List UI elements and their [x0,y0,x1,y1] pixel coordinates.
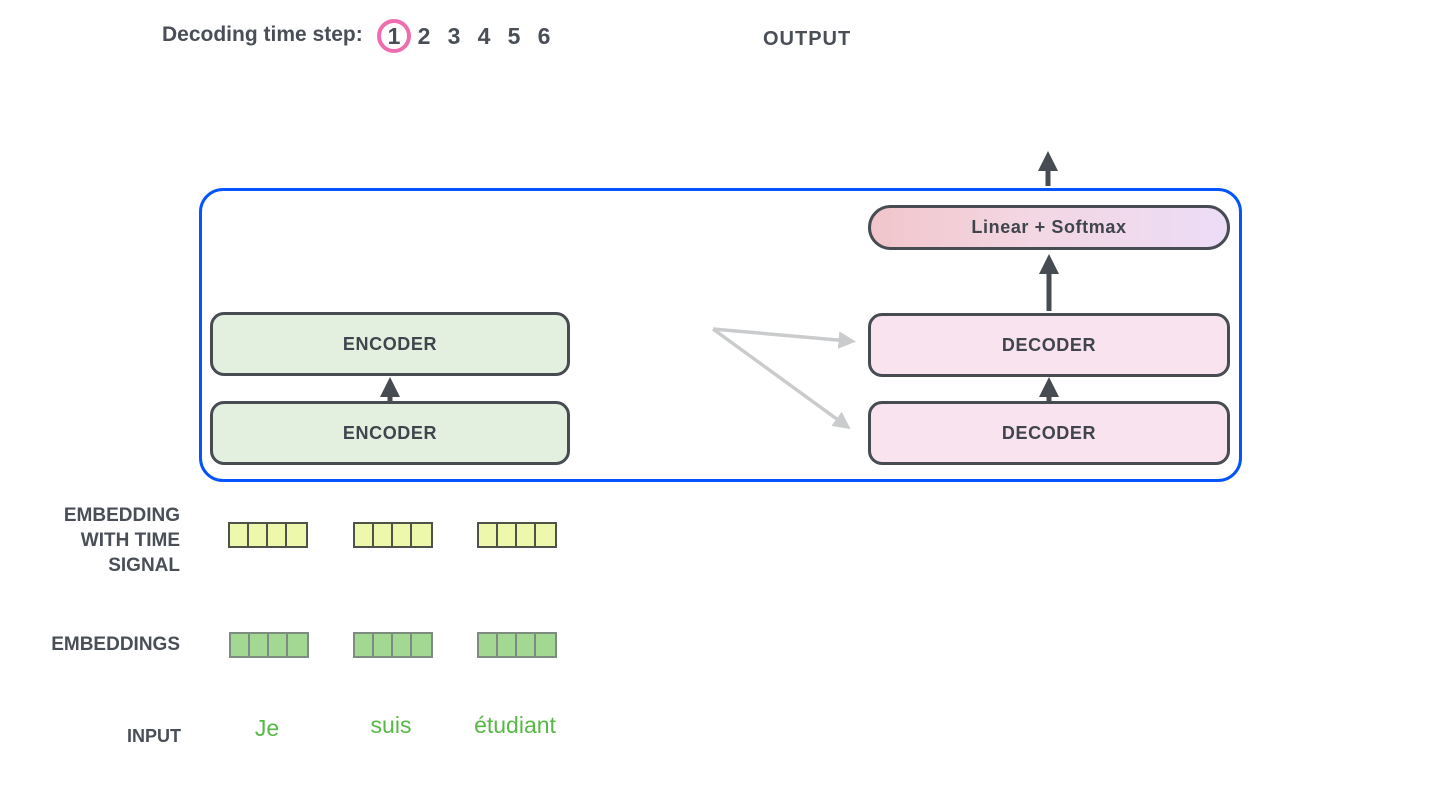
embedding-with-time-signal-label: EMBEDDING WITH TIME SIGNAL [63,505,180,576]
vector-cell [479,524,498,546]
time-step-4: 4 [477,22,491,49]
vector-cell [249,524,268,546]
vector-cell [517,524,536,546]
vector-cell [393,524,412,546]
time-step-1-active: 1 [377,19,411,53]
time-signal-vector-3 [477,522,557,548]
vector-cell [374,524,393,546]
vector-cell [250,634,269,656]
input-token-etudiant: étudiant [474,712,556,738]
input-label: INPUT [127,726,181,746]
vector-cell [498,524,517,546]
encoder-block-top: ENCODER [210,312,570,376]
input-token-je: Je [254,715,280,741]
time-step-2: 2 [417,22,431,49]
transformer-container-box [199,188,1242,482]
vector-cell [355,634,374,656]
vector-cell [268,524,287,546]
vector-cell [269,634,288,656]
time-step-3: 3 [447,22,461,49]
embedding-vector-2 [353,632,433,658]
decoding-time-step-selector: 1 2 3 4 5 6 [377,17,559,55]
vector-cell [517,634,536,656]
decoding-time-step-label: Decoding time step: [162,23,363,46]
decoder-label: DECODER [1001,422,1097,443]
time-step-6: 6 [537,22,551,49]
decoder-block-bottom: DECODER [868,401,1230,465]
vector-cell [412,524,431,546]
vector-cell [393,634,412,656]
encoder-label: ENCODER [342,333,438,354]
embeddings-label: EMBEDDINGS [51,634,180,655]
time-step-5: 5 [507,22,521,49]
vector-cell [288,634,307,656]
vector-cell [412,634,431,656]
vector-cell [498,634,517,656]
output-label: OUTPUT [763,28,852,50]
embedding-vector-3 [477,632,557,658]
vector-cell [536,634,555,656]
vector-cell [374,634,393,656]
linear-softmax-label: Linear + Softmax [971,217,1127,237]
vector-cell [536,524,555,546]
time-signal-vector-2 [353,522,433,548]
vector-cell [231,634,250,656]
decoder-label: DECODER [1001,334,1097,355]
embedding-vector-1 [229,632,309,658]
decoder-block-top: DECODER [868,313,1230,377]
vector-cell [355,524,374,546]
linear-softmax-block: Linear + Softmax [868,205,1230,250]
vector-cell [479,634,498,656]
input-token-suis: suis [370,712,412,738]
encoder-label: ENCODER [342,422,438,443]
vector-cell [287,524,306,546]
time-signal-vector-1 [228,522,308,548]
vector-cell [230,524,249,546]
encoder-block-bottom: ENCODER [210,401,570,465]
